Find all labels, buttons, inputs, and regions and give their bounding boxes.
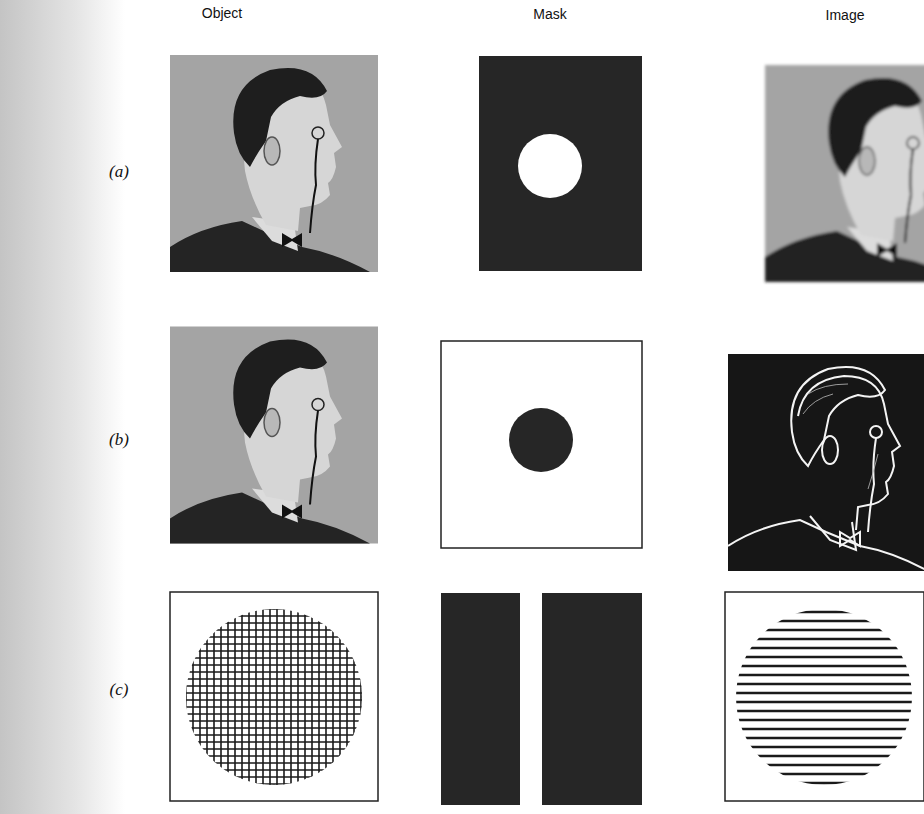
lowpass-mask [479, 56, 642, 271]
grid-object [170, 592, 378, 801]
object-portrait [170, 327, 378, 544]
row-label: (c) [110, 680, 129, 700]
blurred-portrait [765, 65, 924, 282]
lines-image [725, 592, 924, 801]
slit-mask [441, 593, 642, 805]
column-heading: Image [826, 7, 865, 23]
object-portrait [170, 55, 378, 272]
row-label: (a) [109, 162, 129, 182]
edge-portrait [728, 354, 924, 571]
page-gutter [0, 0, 125, 814]
column-heading: Object [202, 5, 242, 21]
row-label: (b) [109, 430, 129, 450]
highpass-mask [441, 341, 642, 548]
column-heading: Mask [533, 6, 566, 22]
